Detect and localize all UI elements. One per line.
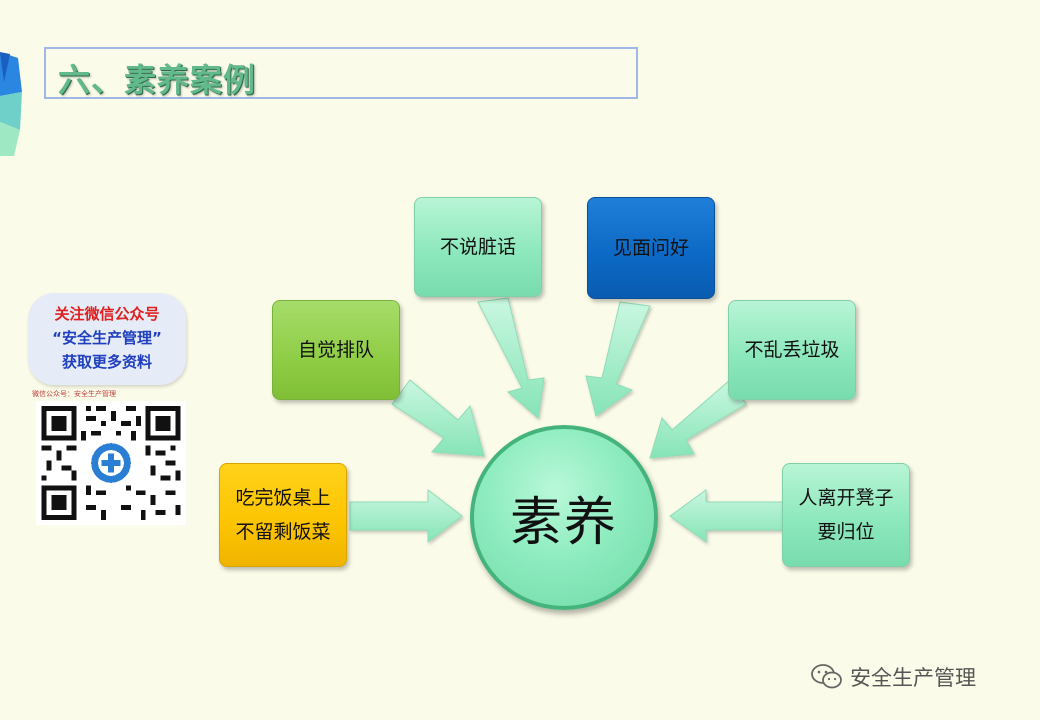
arrow-ren-li xyxy=(669,489,785,543)
page-title: 六、素养案例 xyxy=(58,61,257,99)
arrow-bu-shuo xyxy=(477,297,545,419)
node-label: 自觉排队 xyxy=(297,339,374,361)
watermark-text: 安全生产管理 xyxy=(850,666,976,690)
watermark: 安全生产管理 xyxy=(810,662,976,692)
qr-code-image xyxy=(36,401,186,525)
promo-line-2: “安全生产管理” xyxy=(52,329,162,347)
node-bu-shuo-zang-hua: 不说脏话 xyxy=(414,197,542,297)
promo-bubble: 关注微信公众号 “安全生产管理” 获取更多资料 xyxy=(28,293,186,385)
node-ren-li-kai-deng-zi: 人离开凳子 要归位 xyxy=(782,463,910,567)
node-label-line2: 要归位 xyxy=(817,521,875,543)
corner-decoration xyxy=(0,52,22,156)
arrow-jian-mian xyxy=(585,301,651,417)
qr-caption: 微信公众号：安全生产管理 xyxy=(32,390,116,398)
node-label-line2: 不留剩饭菜 xyxy=(235,521,331,543)
arrow-zi-jue xyxy=(391,379,485,457)
node-label: 见面问好 xyxy=(612,237,689,259)
node-jian-mian-wen-hao: 见面问好 xyxy=(587,197,715,299)
qr-promo-panel: 关注微信公众号 “安全生产管理” 获取更多资料 微信公众号：安全生产管理 xyxy=(28,293,188,533)
arrow-chi-wan xyxy=(349,488,463,544)
node-zi-jue-pai-dui: 自觉排队 xyxy=(272,300,400,400)
arrow-bu-luan xyxy=(649,379,747,459)
node-label: 不乱丢垃圾 xyxy=(744,339,840,361)
title-box: 六、素养案例 xyxy=(44,47,638,99)
node-label: 不说脏话 xyxy=(439,236,516,258)
center-circle: 素养 xyxy=(470,425,658,610)
center-label: 素养 xyxy=(509,493,618,553)
node-bu-luan-diu-la-ji: 不乱丢垃圾 xyxy=(728,300,856,400)
node-chi-wan-fan-zhuo: 吃完饭桌上 不留剩饭菜 xyxy=(219,463,347,567)
promo-line-1: 关注微信公众号 xyxy=(54,305,160,323)
node-label-line1: 吃完饭桌上 xyxy=(235,487,331,509)
wechat-icon xyxy=(811,664,842,689)
promo-line-3: 获取更多资料 xyxy=(61,353,152,371)
node-label-line1: 人离开凳子 xyxy=(798,487,894,509)
